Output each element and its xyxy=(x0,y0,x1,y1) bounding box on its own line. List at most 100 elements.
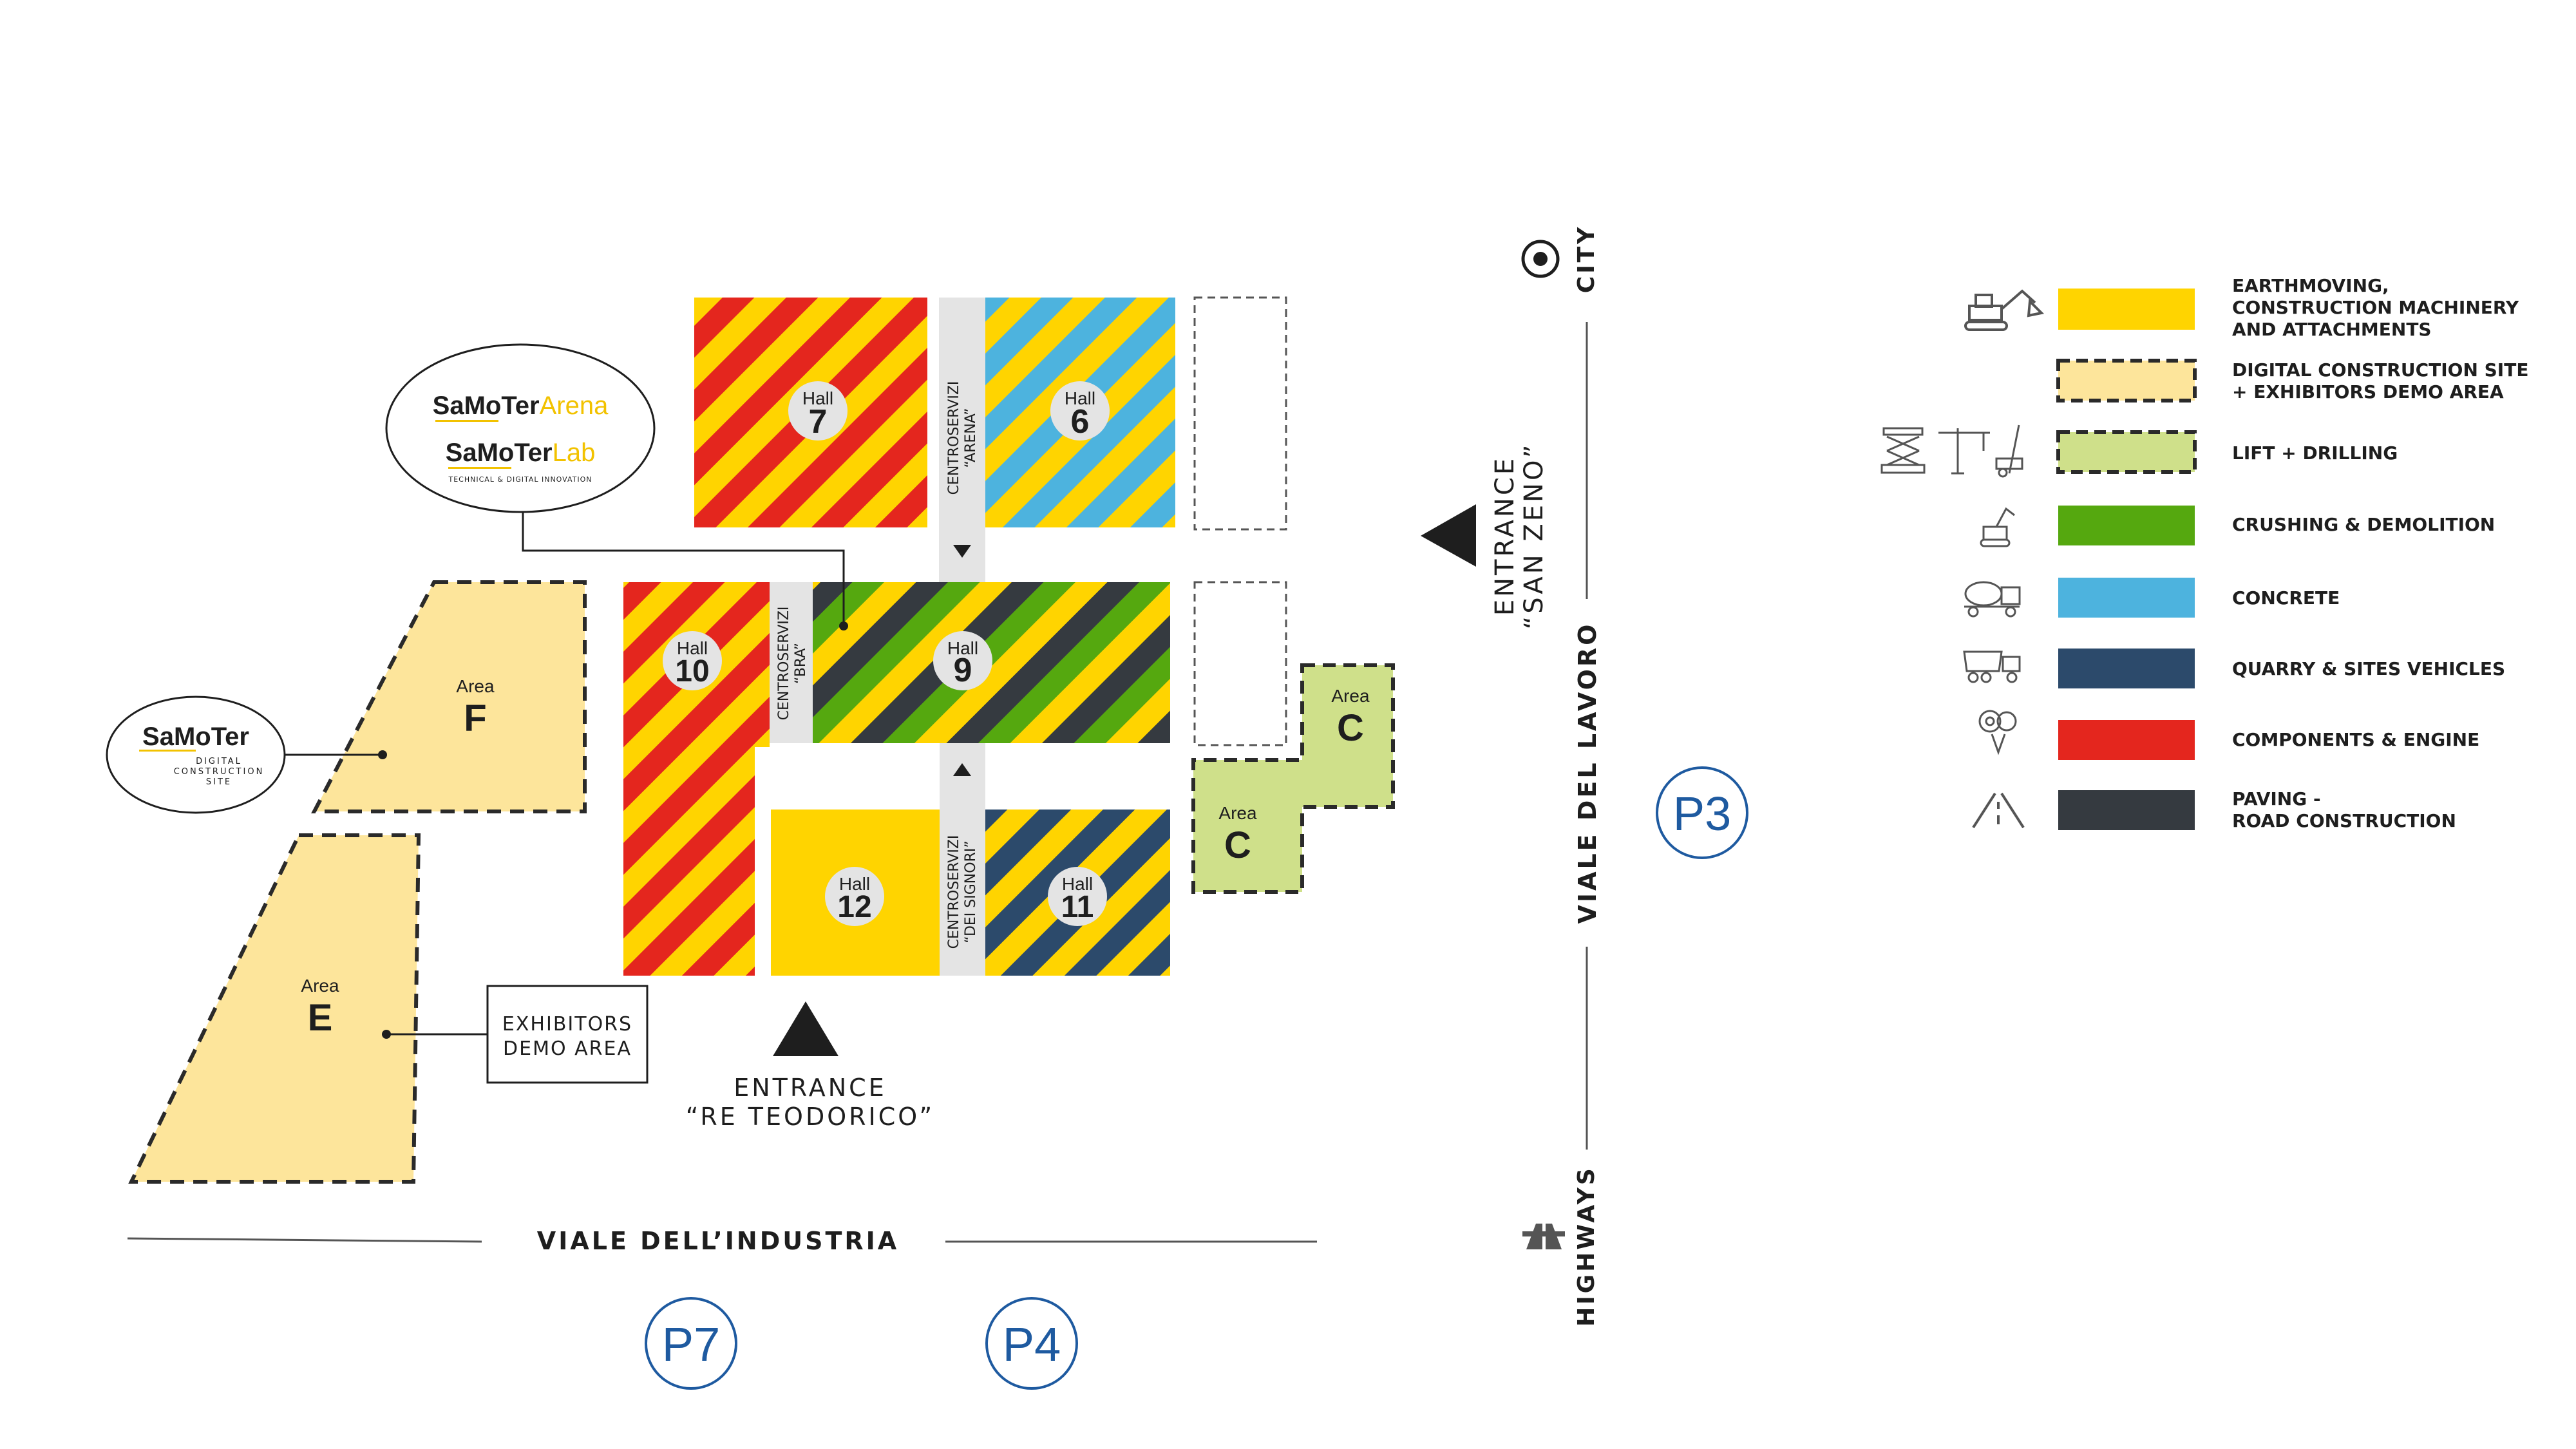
area-c-upper-word: Area xyxy=(1331,686,1370,706)
legend-label-line: EARTHMOVING, xyxy=(2232,275,2389,296)
parking-p3[interactable]: P3 xyxy=(1656,766,1748,859)
legend-item-paving: PAVING - ROAD CONSTRUCTION xyxy=(1972,788,2456,831)
highway-icon xyxy=(1522,1224,1565,1249)
legend-item-crushing: CRUSHING & DEMOLITION xyxy=(1980,506,2495,547)
centroservizi-arena-line1: CENTROSERVIZI xyxy=(946,381,962,495)
legend: EARTHMOVING, CONSTRUCTION MACHINERY AND … xyxy=(1880,275,2528,831)
hall-10-number: 10 xyxy=(675,654,709,688)
parking-p7[interactable]: P7 xyxy=(645,1297,737,1390)
samoter-arena-lab-callout[interactable]: SaMoTerArena SaMoTerLab TECHNICAL & DIGI… xyxy=(385,343,656,513)
entrance-san-zeno[interactable]: ENTRANCE “SAN ZENO” xyxy=(1421,442,1549,630)
samoter-arena-logo: SaMoTerArena xyxy=(433,392,609,420)
legend-label-line: DIGITAL CONSTRUCTION SITE xyxy=(2232,359,2528,381)
area-f[interactable]: Area F xyxy=(311,580,587,813)
hall-12[interactable]: Hall 12 xyxy=(771,810,940,976)
arena-callout-dot xyxy=(839,621,848,630)
parking-p4[interactable]: P4 xyxy=(985,1297,1078,1390)
dump-truck-icon xyxy=(1963,650,2021,683)
exhibitors-callout-dot xyxy=(382,1030,391,1039)
hall-9-badge xyxy=(933,631,992,690)
legend-swatch xyxy=(2058,578,2195,618)
legend-label-line: AND ATTACHMENTS xyxy=(2232,319,2432,340)
legend-swatch xyxy=(2058,720,2195,760)
centroservizi-bra-line2: “BRA” xyxy=(793,643,809,684)
hall-9-number: 9 xyxy=(954,652,972,689)
legend-label-line: + EXHIBITORS DEMO AREA xyxy=(2232,381,2504,402)
samoter-digital-construction-site-callout[interactable]: SaMoTer DIGITAL CONSTRUCTION SITE xyxy=(106,696,286,814)
city-label: CITY xyxy=(1573,225,1600,293)
hall-6[interactable]: Hall 6 xyxy=(985,298,1175,527)
hall-10[interactable]: Hall 10 xyxy=(623,582,770,976)
hall-12-badge xyxy=(825,867,884,926)
lab-underline xyxy=(448,467,511,469)
arena-callout-leader-line xyxy=(522,512,845,626)
legend-label-line: CRUSHING & DEMOLITION xyxy=(2232,514,2495,535)
tower-crane-icon xyxy=(1938,428,1990,475)
legend-item-digital-site: DIGITAL CONSTRUCTION SITE + EXHIBITORS D… xyxy=(2056,359,2528,402)
concrete-mixer-truck-icon xyxy=(1964,581,2021,618)
legend-item-components: COMPONENTS & ENGINE xyxy=(1978,710,2479,760)
digital-line-3: SITE xyxy=(206,777,232,787)
legend-item-concrete: CONCRETE xyxy=(1964,578,2340,618)
entrance-re-teodorico-line1: ENTRANCE xyxy=(734,1074,886,1102)
legend-item-earthmoving: EARTHMOVING, CONSTRUCTION MACHINERY AND … xyxy=(1964,275,2519,340)
hall-7-word: Hall xyxy=(802,388,833,408)
road-icon xyxy=(1972,792,2025,829)
exhibitors-demo-area-callout[interactable]: EXHIBITORS DEMO AREA xyxy=(486,985,649,1084)
legend-label-line: PAVING - xyxy=(2232,788,2321,810)
entrance-re-teodorico[interactable]: ENTRANCE “RE TEODORICO” xyxy=(686,1001,934,1131)
legend-swatch xyxy=(2058,790,2195,830)
samoter-underline xyxy=(139,750,196,752)
area-e[interactable]: Area E xyxy=(128,833,421,1184)
digital-line-2: CONSTRUCTION xyxy=(174,767,265,777)
arena-underline xyxy=(435,420,498,422)
samoter-logo: SaMoTer xyxy=(142,723,249,751)
legend-swatch xyxy=(2056,359,2197,402)
drilling-rig-icon xyxy=(1995,424,2023,478)
legend-label-line: LIFT + DRILLING xyxy=(2232,442,2398,464)
direction-arrow-down-icon xyxy=(953,545,971,558)
entrance-triangle-icon xyxy=(773,1001,838,1056)
samoter-lab-logo: SaMoTerLab xyxy=(446,439,596,467)
road-viale-dell-industria: VIALE DELL’INDUSTRIA xyxy=(127,1227,1317,1255)
hall-7[interactable]: Hall 7 xyxy=(694,298,927,527)
centroservizi-arena[interactable]: CENTROSERVIZI “ARENA” xyxy=(939,298,985,582)
hall-12-number: 12 xyxy=(837,890,871,924)
highways-label: HIGHWAYS xyxy=(1573,1166,1600,1327)
hall-10-word: Hall xyxy=(677,638,708,658)
centroservizi-arena-line2: “ARENA” xyxy=(963,408,979,468)
hall-7-number: 7 xyxy=(809,403,828,440)
scissor-lift-icon xyxy=(1880,427,1926,474)
legend-swatch xyxy=(2056,430,2197,474)
centroservizi-bra[interactable]: CENTROSERVIZI “BRA” xyxy=(770,582,813,743)
legend-label-line: ROAD CONSTRUCTION xyxy=(2232,810,2456,831)
entrance-triangle-icon xyxy=(1421,504,1476,567)
digital-callout-dot xyxy=(378,750,387,759)
hall-11[interactable]: Hall 11 xyxy=(985,810,1170,976)
area-c[interactable]: Area C Area C xyxy=(1191,663,1395,894)
legend-label-line: CONCRETE xyxy=(2232,587,2340,609)
entrance-re-teodorico-line2: “RE TEODORICO” xyxy=(686,1103,934,1131)
parking-p3-label: P3 xyxy=(1673,787,1732,840)
legend-label-line: QUARRY & SITES VEHICLES xyxy=(2232,658,2505,679)
parking-p4-label: P4 xyxy=(1003,1318,1061,1371)
centroservizi-dei-signori[interactable]: CENTROSERVIZI “DEI SIGNORI” xyxy=(940,743,985,976)
parking-p7-label: P7 xyxy=(662,1318,721,1371)
entrance-san-zeno-line2: “SAN ZENO” xyxy=(1519,442,1549,630)
area-c-lower-word: Area xyxy=(1218,803,1257,823)
hall-9-word: Hall xyxy=(947,638,978,658)
centroservizi-signori-line1: CENTROSERVIZI xyxy=(946,835,962,949)
area-f-word: Area xyxy=(456,676,495,696)
demolition-machine-icon xyxy=(1980,507,2015,547)
hall-11-number: 11 xyxy=(1061,890,1094,924)
hall-6-badge xyxy=(1050,381,1110,440)
area-f-letter: F xyxy=(464,697,486,739)
road-lavoro-label: VIALE DEL LAVORO xyxy=(1573,622,1602,924)
hall-9[interactable]: Hall 9 xyxy=(813,582,1170,743)
exhibitors-line-2: DEMO AREA xyxy=(503,1037,632,1060)
empty-plot-middle xyxy=(1193,581,1287,746)
city-target-center xyxy=(1533,252,1548,266)
centroservizi-bra-line1: CENTROSERVIZI xyxy=(776,607,792,721)
excavator-icon xyxy=(1964,289,2045,331)
